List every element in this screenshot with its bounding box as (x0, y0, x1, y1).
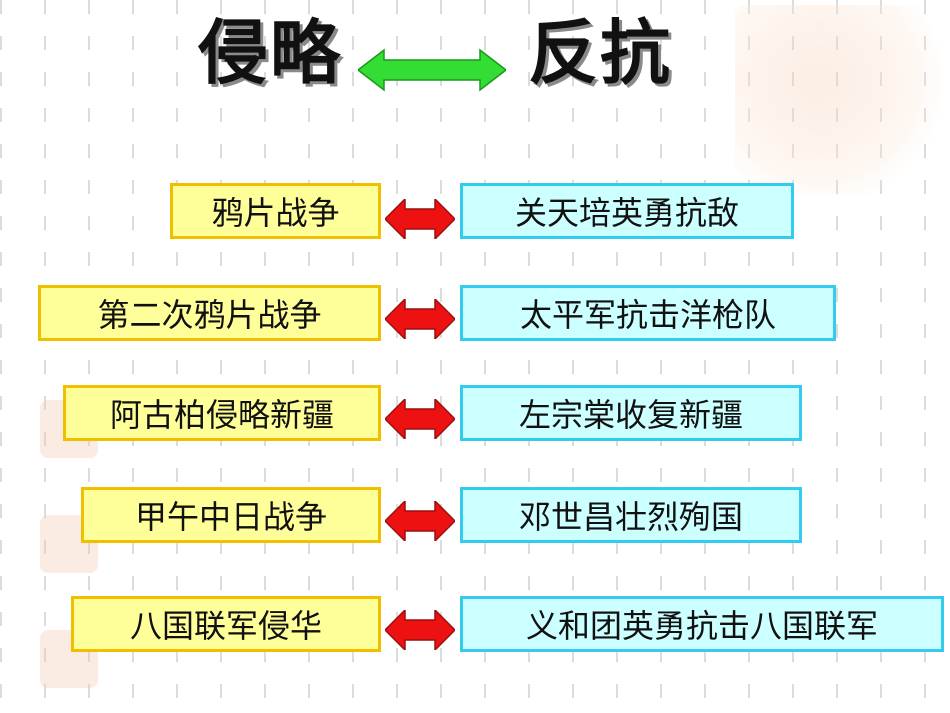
double-arrow-icon (385, 501, 455, 541)
double-arrow-icon (385, 610, 455, 650)
resistance-box-5: 义和团英勇抗击八国联军 (460, 596, 944, 652)
double-arrow-icon (385, 199, 455, 239)
decorative-seal (735, 5, 945, 195)
title-aggression: 侵略 (198, 12, 342, 94)
resistance-box-3: 左宗棠收复新疆 (460, 385, 802, 441)
double-arrow-icon (385, 299, 455, 339)
aggression-box-3: 阿古柏侵略新疆 (63, 385, 381, 441)
aggression-box-5: 八国联军侵华 (71, 596, 381, 652)
title-resistance: 反抗 (528, 12, 672, 94)
resistance-box-1: 关天培英勇抗敌 (460, 183, 794, 239)
aggression-box-4: 甲午中日战争 (81, 487, 381, 543)
aggression-box-2: 第二次鸦片战争 (38, 285, 381, 341)
resistance-box-4: 邓世昌壮烈殉国 (460, 487, 802, 543)
double-arrow-icon (358, 48, 506, 92)
aggression-box-1: 鸦片战争 (170, 183, 381, 239)
double-arrow-icon (385, 399, 455, 439)
resistance-box-2: 太平军抗击洋枪队 (460, 285, 836, 341)
